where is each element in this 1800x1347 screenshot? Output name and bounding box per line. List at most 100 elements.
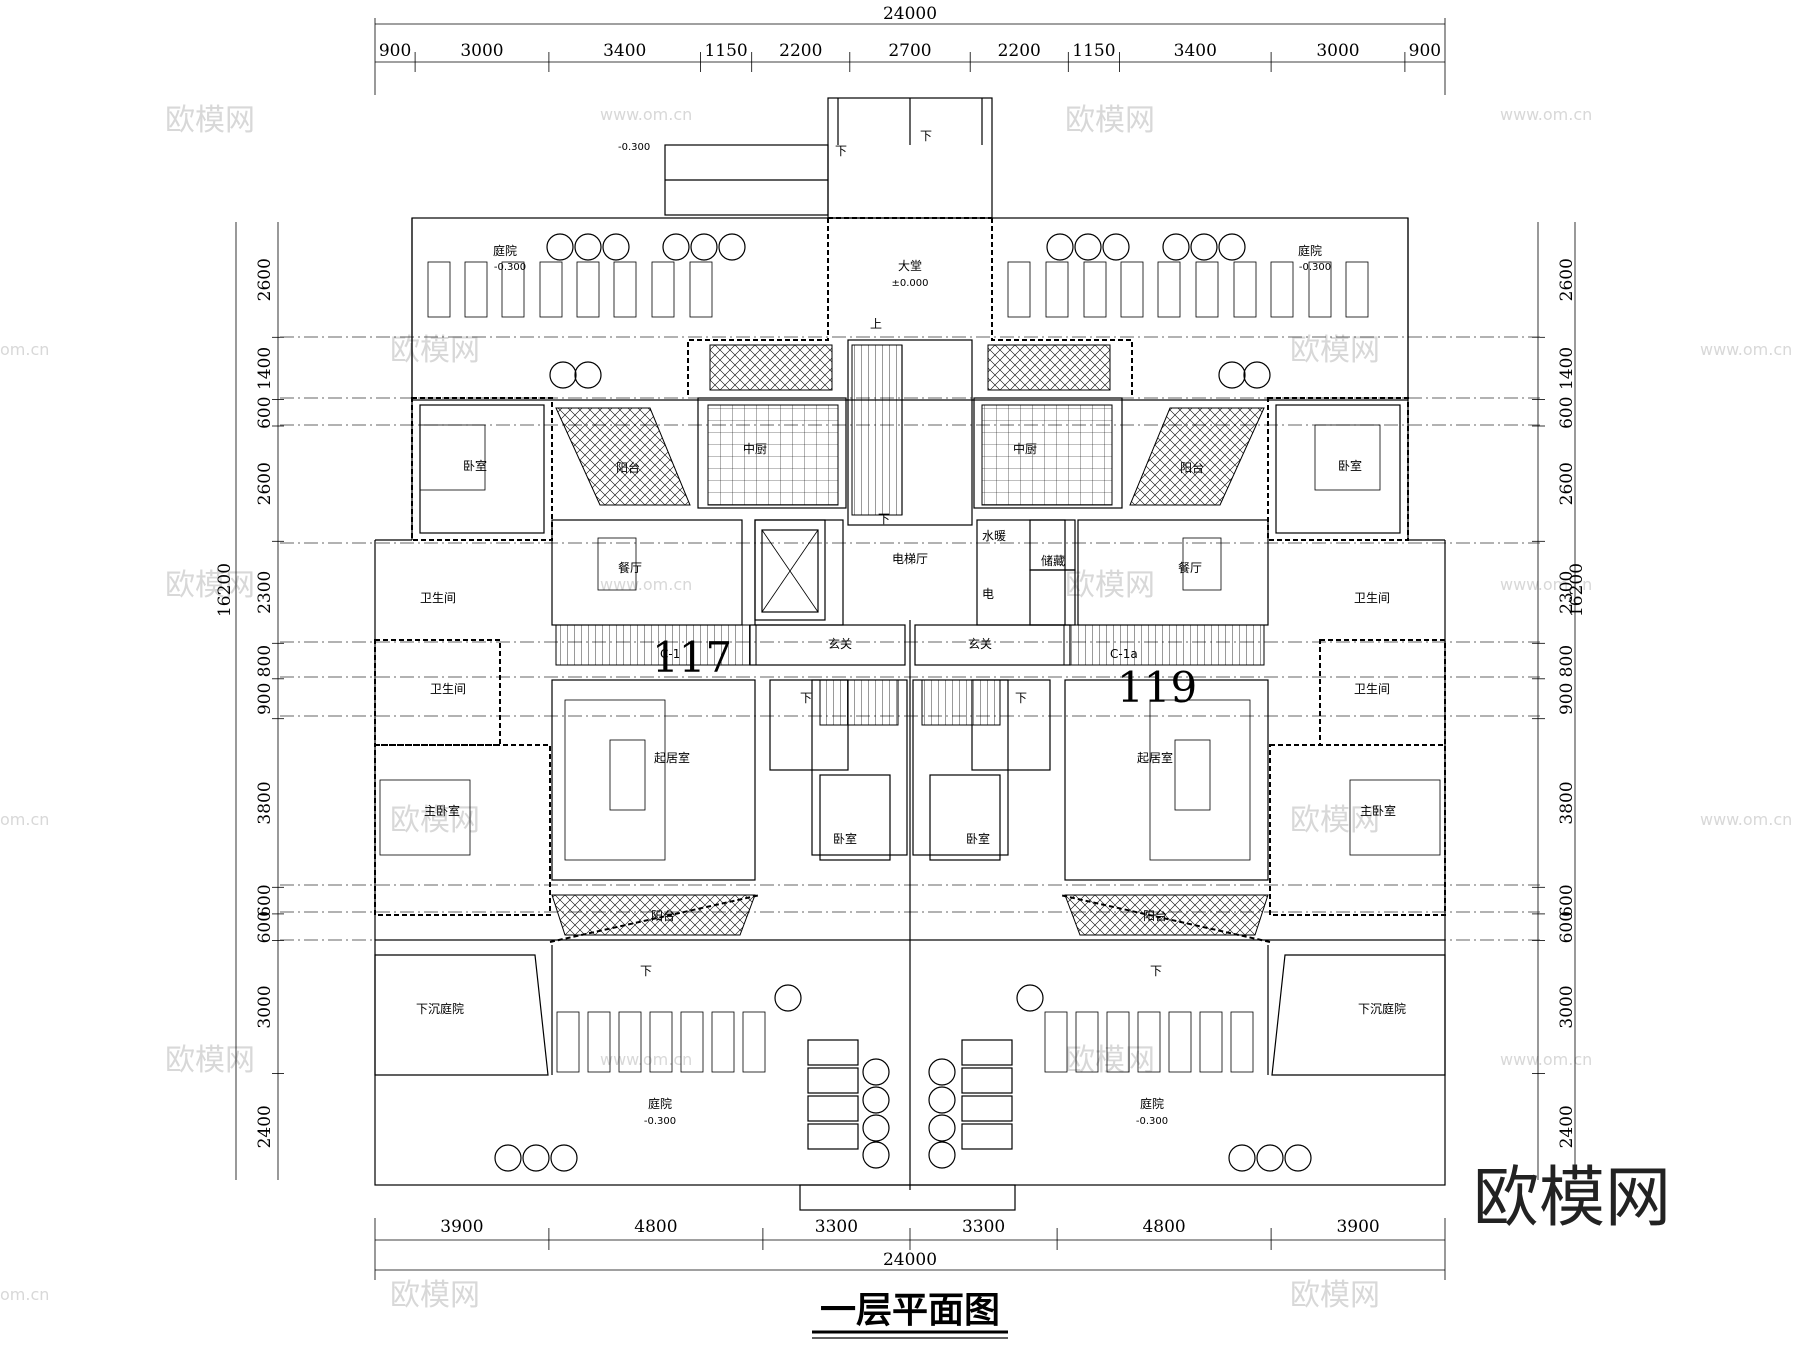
- dim-segment-label: 3300: [815, 1217, 858, 1237]
- paving-block: [1345, 261, 1369, 318]
- label-up-stair: 上: [870, 317, 882, 331]
- paving-block: [587, 1011, 611, 1073]
- dim-segment-label: 1400: [1557, 347, 1577, 390]
- label-bath1-left: 卫生间: [420, 591, 456, 605]
- label-bedroom-center-left: 卧室: [833, 831, 857, 846]
- label-bedroom-center-right: 卧室: [966, 831, 990, 846]
- shrub-circle: [1046, 233, 1074, 261]
- label-master-left: 主卧室: [424, 803, 460, 818]
- label-courtyard-bottom-left-elev: -0.300: [644, 1116, 676, 1127]
- dim-segment-label: 2200: [779, 41, 822, 61]
- dim-segment-label: 600: [1557, 396, 1577, 428]
- label-courtyard-right-elev: -0.300: [1299, 262, 1331, 273]
- paving-block: [1168, 1011, 1192, 1073]
- unit-number-left: 117: [652, 633, 732, 682]
- shrub-circle: [550, 1144, 578, 1172]
- paving-block: [1270, 261, 1294, 318]
- paving-block: [1106, 1011, 1130, 1073]
- label-balcony-lower-left: 阳台: [651, 908, 675, 923]
- watermark-url: www.om.cn: [1700, 810, 1792, 829]
- dim-segment-label: 1150: [1072, 41, 1115, 61]
- watermark-logo: 欧模网: [390, 1278, 480, 1313]
- shrub-circle: [928, 1058, 956, 1086]
- paving-block: [501, 261, 525, 318]
- shrub-circle: [1162, 233, 1190, 261]
- unit-code-left: C-1: [660, 647, 680, 661]
- watermark-url: www.om.cn: [600, 575, 692, 594]
- label-sunken-right: 下沉庭院: [1358, 1001, 1406, 1016]
- paving-block: [464, 261, 488, 318]
- dim-segment-label: 2600: [1557, 462, 1577, 505]
- label-down-left: 下: [800, 691, 812, 705]
- dim-segment-label: 900: [1557, 683, 1577, 715]
- paving-block: [1045, 261, 1069, 318]
- watermark-layer: 欧模网 www.om.cn 欧模网 www.om.cn om.cn 欧模网 欧模…: [0, 103, 1792, 1313]
- label-down-ramp: 下: [835, 144, 847, 158]
- shrub-circle: [546, 233, 574, 261]
- dim-segment-label: 3400: [603, 41, 646, 61]
- shrub-circle: [690, 233, 718, 261]
- dim-segment-label: 600: [1557, 911, 1577, 943]
- watermark-url: www.om.cn: [600, 1050, 692, 1069]
- paving-block: [539, 261, 563, 318]
- label-kitchen-left: 中厨: [743, 441, 767, 456]
- dim-segment-label: 1150: [704, 41, 747, 61]
- label-living-right: 起居室: [1137, 750, 1173, 765]
- paving-block: [651, 261, 675, 318]
- drawing-title-block: 一层平面图: [812, 1290, 1008, 1339]
- sunken-courtyards: [374, 945, 1446, 1076]
- unit-code-right: C-1a: [1110, 647, 1138, 661]
- brand-logo-watermark: 欧模网: [1473, 1159, 1671, 1236]
- label-water-heating: 水暖: [982, 529, 1006, 543]
- dim-segment-label: 800: [255, 645, 275, 677]
- watermark-logo: 欧模网: [1290, 1278, 1380, 1313]
- shrub-circle: [574, 233, 602, 261]
- label-bath2-right: 卫生间: [1354, 682, 1390, 696]
- paving-block: [1199, 1011, 1223, 1073]
- shrub-circle: [862, 1114, 890, 1142]
- shrub-circle: [494, 1144, 522, 1172]
- watermark-url: www.om.cn: [1500, 105, 1592, 124]
- dim-segment-label: 3800: [255, 781, 275, 824]
- dim-segment-label: 4800: [1142, 1217, 1185, 1237]
- label-storage: 储藏: [1041, 553, 1065, 568]
- drawing-title: 一层平面图: [820, 1290, 1000, 1331]
- dim-segment-label: 4800: [634, 1217, 677, 1237]
- dim-segment-label: 1400: [255, 347, 275, 390]
- watermark-logo: 欧模网: [1290, 803, 1380, 838]
- dim-segment-label: 3000: [255, 985, 275, 1028]
- shrub-circle: [1016, 984, 1044, 1012]
- shrub-circle: [774, 984, 802, 1012]
- label-kitchen-right: 中厨: [1013, 441, 1037, 456]
- label-courtyard-right: 庭院: [1298, 243, 1322, 258]
- label-courtyard-bottom-right: 庭院: [1140, 1096, 1164, 1111]
- dim-segment-label: 3900: [1336, 1217, 1379, 1237]
- label-down-stair: 下: [878, 512, 890, 526]
- paving-block: [576, 261, 600, 318]
- shrub-symbols: [494, 233, 1312, 1172]
- watermark-url: www.om.cn: [1500, 575, 1592, 594]
- dim-left-total: 16200: [215, 563, 235, 617]
- dim-segment-label: 900: [379, 41, 411, 61]
- paving-block: [1137, 1011, 1161, 1073]
- shrub-circle: [1243, 361, 1271, 389]
- paving-block: [1230, 1011, 1254, 1073]
- dim-segment-label: 600: [1557, 884, 1577, 916]
- label-courtyard-left: 庭院: [493, 243, 517, 258]
- unit-number-right: 119: [1117, 663, 1197, 712]
- dim-segment-label: 900: [1409, 41, 1441, 61]
- label-bath1-right: 卫生间: [1354, 591, 1390, 605]
- paving-block: [1308, 261, 1332, 318]
- label-down-right: 下: [1015, 691, 1027, 705]
- paving-block: [1044, 1011, 1068, 1073]
- shrub-circle: [862, 1141, 890, 1169]
- shrub-circle: [1190, 233, 1218, 261]
- paving-block: [1157, 261, 1181, 318]
- courtyard-paving-top: [427, 261, 1369, 318]
- dim-top-total: 24000: [883, 4, 937, 24]
- dim-segment-label: 2300: [1557, 571, 1577, 614]
